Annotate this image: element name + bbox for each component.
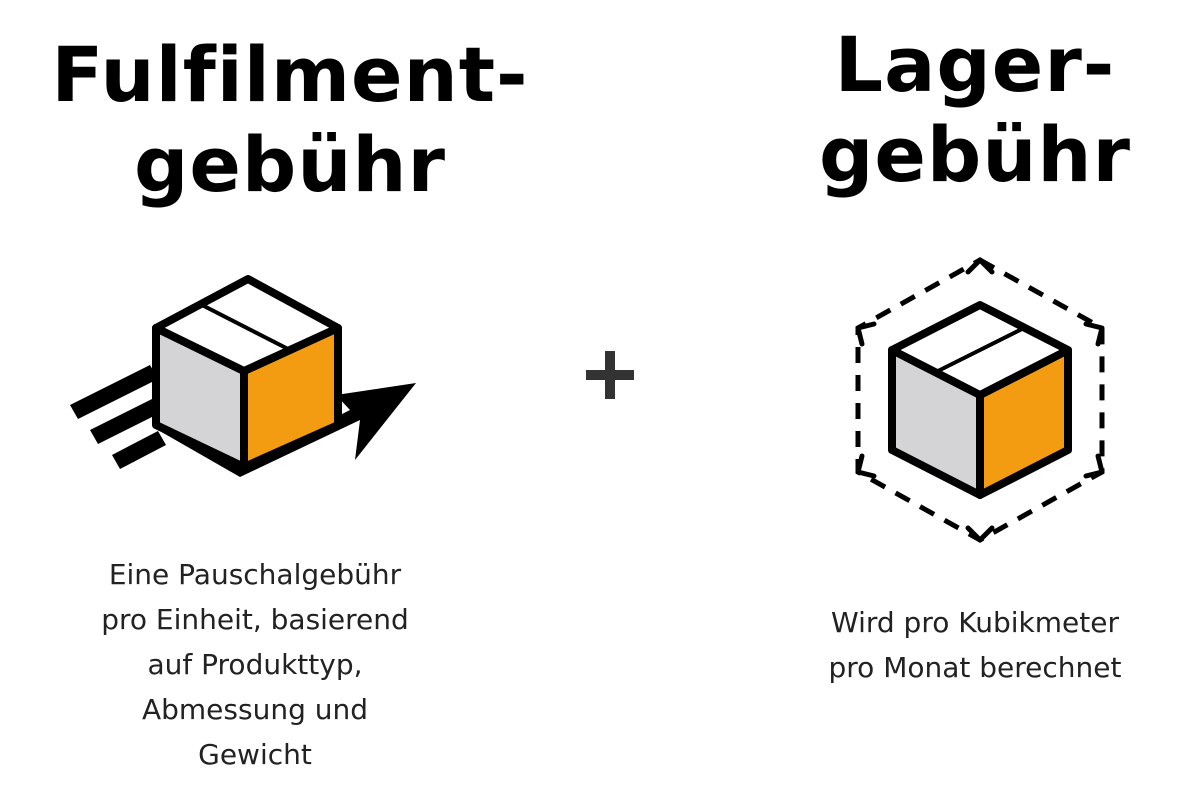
storage-fee-heading: Lager- gebühr bbox=[760, 20, 1190, 200]
box-top-face bbox=[152, 275, 342, 375]
storage-fee-heading-line-2: gebühr bbox=[818, 110, 1132, 199]
moving-box-icon bbox=[70, 275, 416, 477]
box-volume-icon bbox=[855, 257, 1105, 543]
cube-tape-line bbox=[935, 326, 1025, 374]
storage-desc-line-2: pro Monat berechnet bbox=[828, 651, 1122, 684]
storage-fee-description: Wird pro Kubikmeter pro Monat berechnet bbox=[790, 600, 1160, 690]
fulfilment-desc-line-5: Gewicht bbox=[198, 738, 312, 771]
plus-icon bbox=[586, 351, 634, 399]
fulfilment-fee-description: Eine Pauschalgebühr pro Einheit, basiere… bbox=[60, 552, 450, 777]
expand-arrows bbox=[855, 257, 1105, 543]
fulfilment-fee-heading-line-1: Fulfilment- bbox=[51, 30, 529, 119]
fulfilment-desc-line-2: pro Einheit, basierend bbox=[101, 603, 409, 636]
fulfilment-desc-line-3: auf Produkttyp, bbox=[147, 648, 363, 681]
storage-desc-line-1: Wird pro Kubikmeter bbox=[831, 606, 1119, 639]
fulfilment-desc-line-4: Abmessung und bbox=[141, 693, 369, 726]
fulfilment-desc-line-1: Eine Pauschalgebühr bbox=[108, 558, 402, 591]
storage-fee-heading-line-1: Lager- bbox=[834, 20, 1116, 109]
box-tape-line bbox=[199, 302, 293, 353]
fulfilment-fee-heading-line-2: gebühr bbox=[133, 120, 447, 209]
speed-lines bbox=[70, 365, 166, 469]
fulfilment-fee-heading: Fulfilment- gebühr bbox=[40, 30, 540, 210]
